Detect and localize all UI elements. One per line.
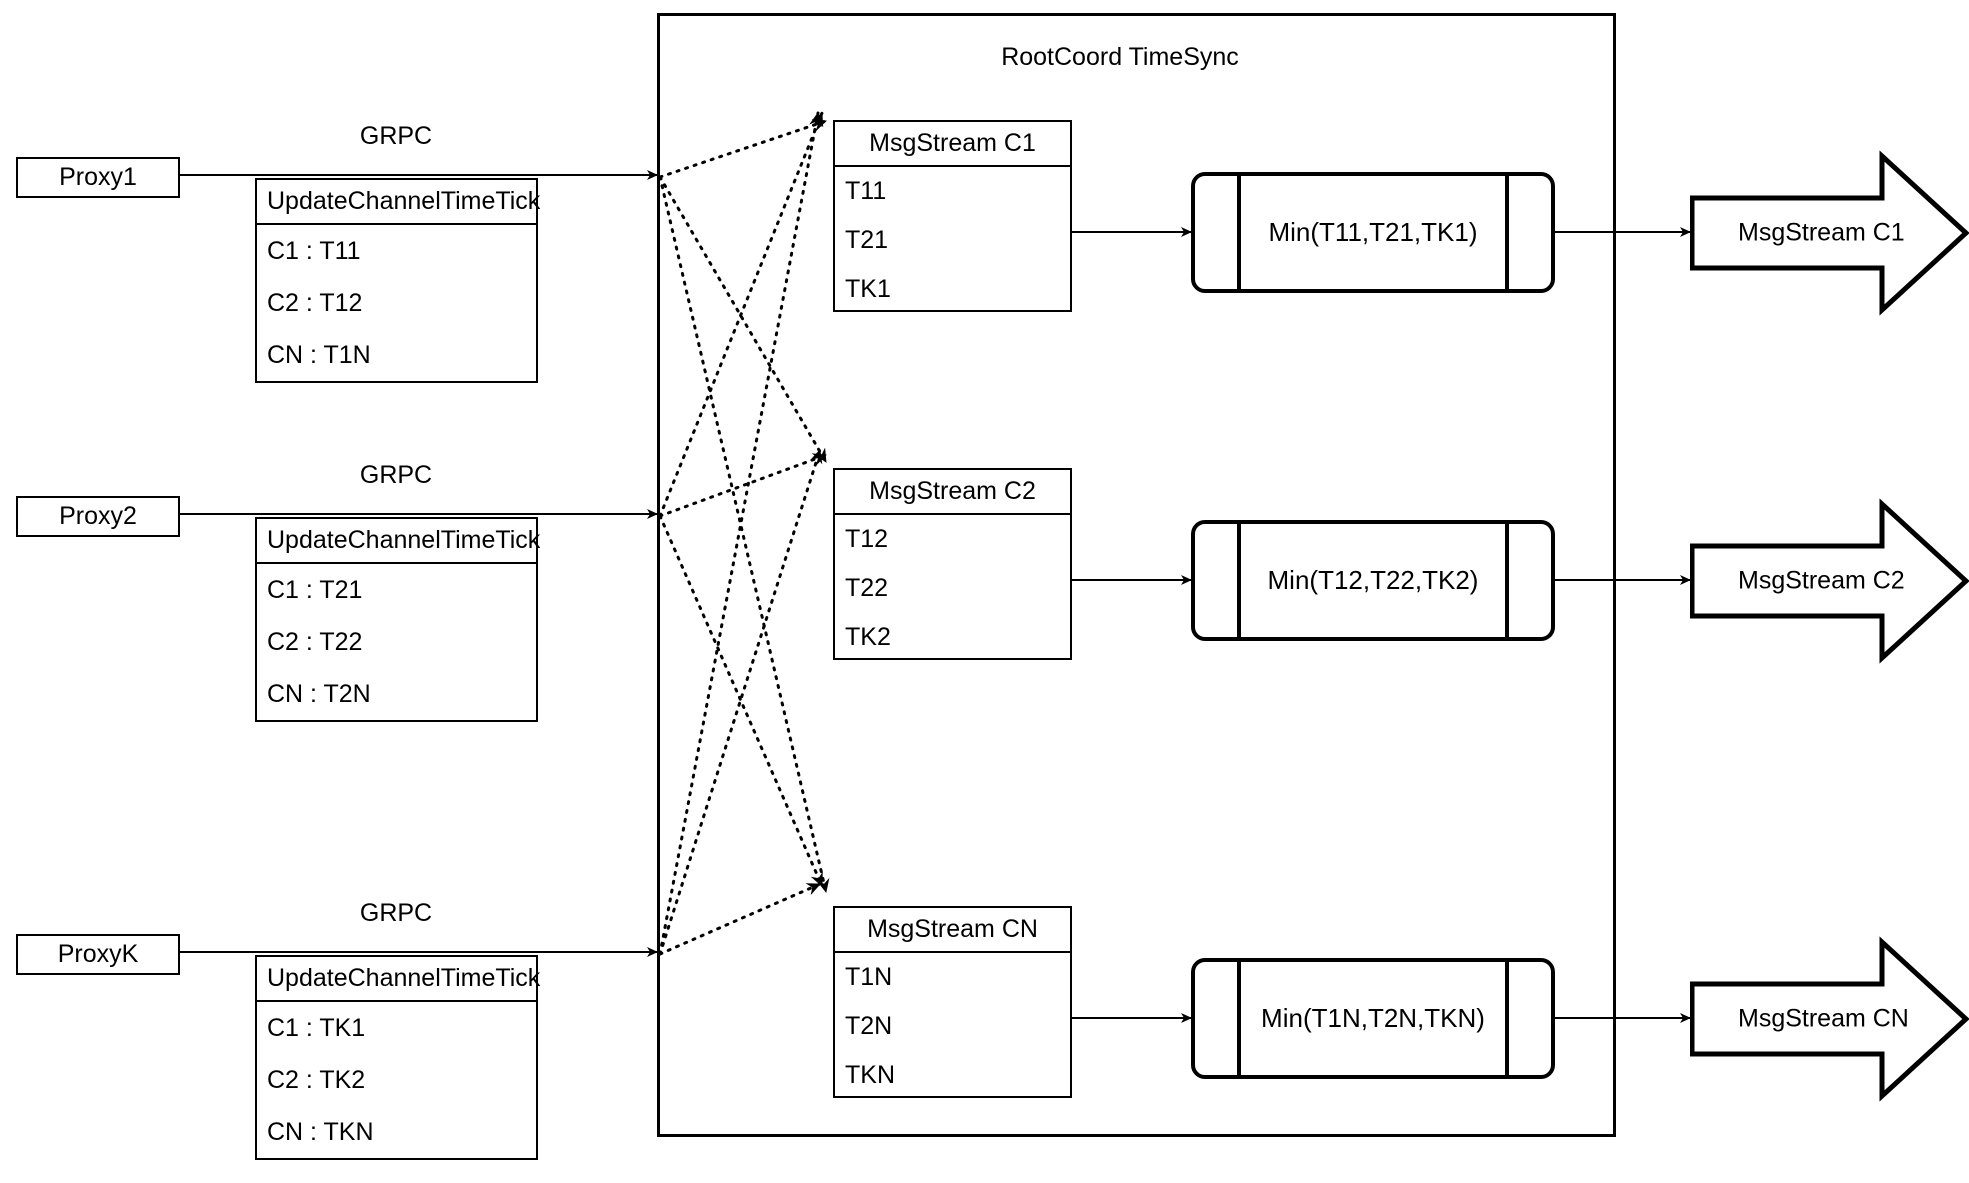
grpc-label-2: GRPC bbox=[359, 461, 433, 489]
msgstream-header-cn: MsgStream CN bbox=[835, 908, 1070, 953]
fanout-p1-cn bbox=[658, 175, 830, 894]
process-bar-right bbox=[1505, 962, 1509, 1075]
min-expression-cn: Min(T1N,T2N,TKN) bbox=[1261, 1003, 1485, 1033]
update-channel-timetick-body-k: C1 : TK1 C2 : TK2 CN : TKN bbox=[257, 1002, 536, 1158]
min-to-output-group bbox=[1555, 227, 1691, 1023]
process-bar-left bbox=[1237, 524, 1241, 637]
process-bar-right bbox=[1505, 524, 1509, 637]
proxy-label-2: Proxy2 bbox=[59, 502, 137, 530]
timetick-entry: C2 : T22 bbox=[267, 627, 363, 656]
grpc-label-1: GRPC bbox=[359, 122, 433, 150]
msgstream-tick: T21 bbox=[845, 226, 889, 254]
fanout-pk-c1 bbox=[658, 111, 822, 956]
proxy-box-1[interactable]: Proxy1 bbox=[16, 157, 180, 198]
msgstream-tick: T12 bbox=[845, 525, 889, 553]
rootcoord-timesync-title: RootCoord TimeSync bbox=[1001, 43, 1239, 71]
fanout-p2-c1 bbox=[658, 111, 824, 518]
timetick-entry: CN : T1N bbox=[267, 340, 371, 369]
block-arrow-shape bbox=[1689, 498, 1969, 664]
timetick-entry: C2 : T12 bbox=[267, 288, 363, 317]
stream-to-min-group bbox=[1072, 227, 1192, 1023]
proxy-box-2[interactable]: Proxy2 bbox=[16, 496, 180, 537]
fanout-p1-c2 bbox=[658, 175, 828, 464]
output-block-arrow-cn: MsgStream CN bbox=[1689, 936, 1969, 1102]
msgstream-tick: TKN bbox=[845, 1061, 895, 1089]
proxy-label-1: Proxy1 bbox=[59, 163, 137, 191]
msgstream-tick: T1N bbox=[845, 963, 893, 991]
block-arrow-shape bbox=[1689, 150, 1969, 316]
grpc-connector-group bbox=[176, 170, 658, 957]
timetick-entry: C1 : TK1 bbox=[267, 1013, 366, 1042]
msgstream-tick: T2N bbox=[845, 1012, 893, 1040]
rootcoord-timesync-container bbox=[657, 13, 1616, 1137]
msgstream-body-c1: T11 T21 TK1 bbox=[835, 167, 1070, 314]
update-channel-timetick-header-k: UpdateChannelTimeTick bbox=[257, 957, 540, 1002]
update-channel-timetick-table-1: UpdateChannelTimeTick C1 : T11 C2 : T12 … bbox=[255, 178, 540, 383]
timetick-entry: C1 : T11 bbox=[267, 236, 361, 265]
output-label-cn: MsgStream CN bbox=[1738, 1004, 1909, 1033]
msgstream-table-cn: MsgStream CN T1N T2N TKN bbox=[833, 906, 1072, 1098]
update-channel-timetick-header-2: UpdateChannelTimeTick bbox=[257, 519, 540, 564]
update-channel-timetick-body-2: C1 : T21 C2 : T22 CN : T2N bbox=[257, 564, 536, 720]
process-bar-left bbox=[1237, 962, 1241, 1075]
timetick-entry: CN : T2N bbox=[267, 679, 371, 708]
msgstream-tick: T11 bbox=[845, 177, 887, 205]
timetick-fanout-group bbox=[658, 111, 830, 956]
fanout-p2-c2 bbox=[658, 453, 828, 518]
msgstream-table-c2: MsgStream C2 T12 T22 TK2 bbox=[833, 468, 1072, 660]
min-expression-c2: Min(T12,T22,TK2) bbox=[1267, 565, 1479, 595]
msgstream-header-c2: MsgStream C2 bbox=[835, 470, 1070, 515]
update-channel-timetick-table-2: UpdateChannelTimeTick C1 : T21 C2 : T22 … bbox=[255, 517, 540, 722]
fanout-p1-c1 bbox=[658, 118, 828, 179]
grpc-label-k: GRPC bbox=[359, 899, 433, 927]
output-block-arrow-c1: MsgStream C1 bbox=[1689, 150, 1969, 316]
msgstream-tick: TK2 bbox=[845, 623, 891, 651]
fanout-pk-c2 bbox=[658, 448, 823, 956]
process-bar-right bbox=[1505, 176, 1509, 289]
timetick-entry: C1 : T21 bbox=[267, 575, 363, 604]
block-arrow-shape bbox=[1689, 936, 1969, 1102]
msgstream-tick: T22 bbox=[845, 574, 889, 602]
output-label-c1: MsgStream C1 bbox=[1738, 218, 1905, 247]
min-process-box-cn: Min(T1N,T2N,TKN) bbox=[1191, 958, 1555, 1079]
msgstream-header-c1: MsgStream C1 bbox=[835, 122, 1070, 167]
proxy-box-k[interactable]: ProxyK bbox=[16, 934, 180, 975]
msgstream-tick: TK1 bbox=[845, 275, 891, 303]
update-channel-timetick-table-k: UpdateChannelTimeTick C1 : TK1 C2 : TK2 … bbox=[255, 955, 540, 1160]
proxy-label-k: ProxyK bbox=[57, 940, 139, 968]
output-block-arrow-c2: MsgStream C2 bbox=[1689, 498, 1969, 664]
msgstream-body-c2: T12 T22 TK2 bbox=[835, 515, 1070, 662]
timetick-entry: CN : TKN bbox=[267, 1117, 374, 1146]
timetick-entry: C2 : TK2 bbox=[267, 1065, 366, 1094]
fanout-pk-cn bbox=[658, 882, 822, 956]
msgstream-body-cn: T1N T2N TKN bbox=[835, 953, 1070, 1100]
msgstream-table-c1: MsgStream C1 T11 T21 TK1 bbox=[833, 120, 1072, 312]
update-channel-timetick-body-1: C1 : T11 C2 : T12 CN : T1N bbox=[257, 225, 536, 381]
output-label-c2: MsgStream C2 bbox=[1738, 566, 1905, 595]
min-expression-c1: Min(T11,T21,TK1) bbox=[1268, 217, 1478, 247]
min-process-box-c2: Min(T12,T22,TK2) bbox=[1191, 520, 1555, 641]
min-process-box-c1: Min(T11,T21,TK1) bbox=[1191, 172, 1555, 293]
update-channel-timetick-header-1: UpdateChannelTimeTick bbox=[257, 180, 540, 225]
process-bar-left bbox=[1237, 176, 1241, 289]
